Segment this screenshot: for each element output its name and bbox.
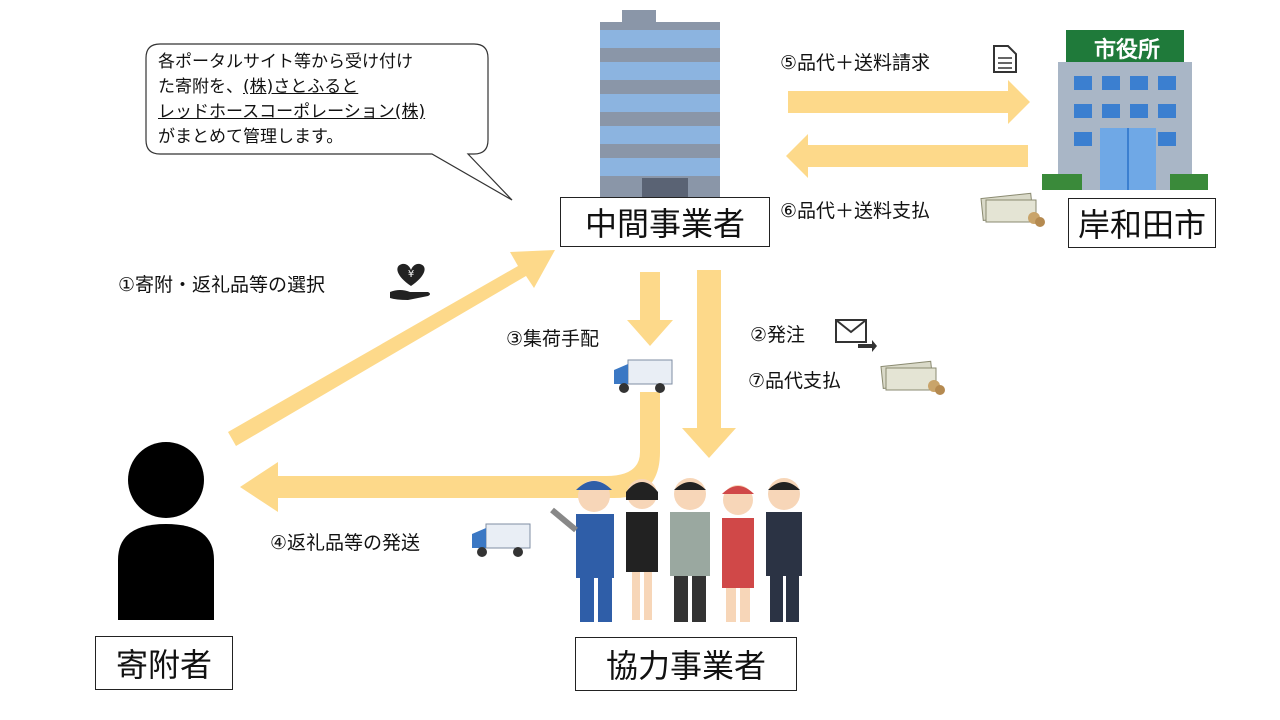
speech-bubble-text: 各ポータルサイト等から受け付け た寄附を、(株)さとふると レッドホースコーポレ…	[158, 50, 425, 150]
label-step6: ⑥品代＋送料支払	[780, 200, 931, 222]
delivery-truck-icon	[472, 523, 531, 557]
bubble-line2a: た寄附を、	[158, 77, 243, 97]
label-step3: ③集荷手配	[506, 328, 600, 350]
donor-box: 寄附者	[95, 636, 233, 690]
arrow-step3	[627, 272, 673, 346]
arrow-step5	[788, 80, 1030, 124]
person-silhouette-icon	[118, 442, 214, 620]
bubble-line4: がまとめて管理します。	[158, 127, 344, 147]
cash-icon	[880, 360, 945, 395]
city-hall-icon	[1042, 30, 1208, 190]
label-step2: ②発注	[750, 324, 806, 346]
city-box: 岸和田市	[1068, 198, 1216, 248]
bubble-line2b: (株)さとふると	[243, 77, 359, 97]
intermediary-box: 中間事業者	[560, 197, 770, 247]
bubble-line1: 各ポータルサイト等から受け付け	[158, 52, 413, 72]
workers-group-icon	[550, 478, 802, 622]
label-step7: ⑦品代支払	[748, 370, 842, 392]
label-step1: ①寄附・返礼品等の選択	[118, 274, 326, 296]
bubble-line3: レッドホースコーポレーション(株)	[158, 102, 426, 122]
document-icon	[993, 45, 1017, 73]
arrow-step6	[786, 134, 1028, 178]
arrow-step1	[228, 250, 555, 446]
office-building-icon	[600, 10, 720, 198]
label-step4: ④返礼品等の発送	[270, 532, 421, 554]
label-step5: ⑤品代＋送料請求	[780, 52, 931, 74]
svg-text:¥: ¥	[408, 269, 414, 280]
arrow-step2	[682, 270, 736, 458]
partners-box: 協力事業者	[575, 637, 797, 691]
mail-send-icon	[835, 319, 877, 352]
heart-yen-hand-icon: ¥	[390, 263, 430, 300]
arrow-step4	[240, 392, 660, 512]
delivery-truck-icon	[614, 359, 673, 393]
city-hall-sign: 市役所	[1093, 38, 1160, 63]
cash-icon	[980, 192, 1045, 227]
